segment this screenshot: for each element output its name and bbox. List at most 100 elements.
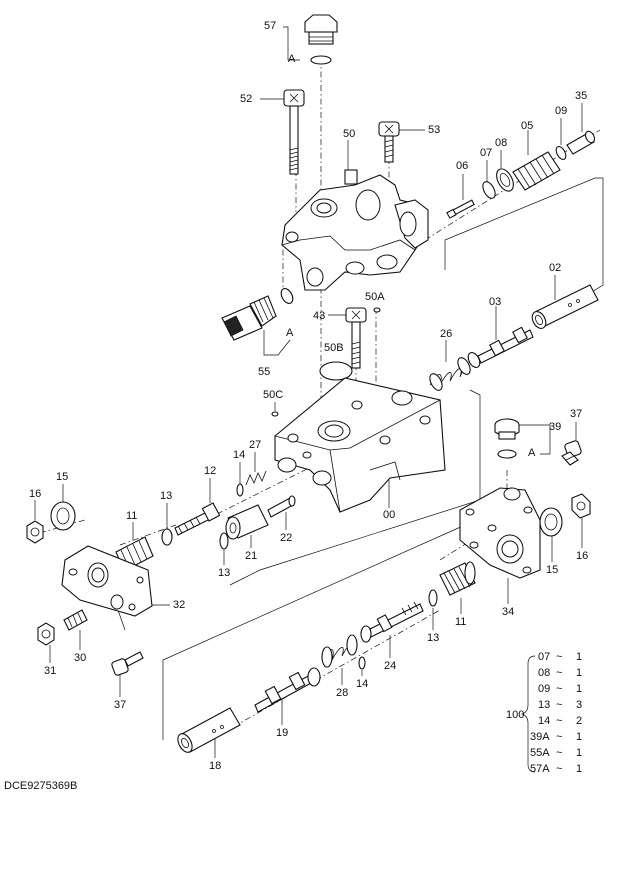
callout-27: 27 — [249, 439, 262, 451]
part-50-upper-housing — [281, 169, 429, 291]
callout-34: 34 — [502, 606, 515, 618]
callout-55: 55 — [258, 366, 271, 378]
callout-03: 03 — [489, 296, 502, 308]
callout-53: 53 — [428, 124, 441, 136]
kit-row: 09~1 — [538, 683, 583, 695]
diagram-code: DCE9275369B — [4, 780, 78, 792]
callout-05: 05 — [521, 120, 534, 132]
callout-16-left: 16 — [29, 488, 42, 500]
part-A-oring-sensor — [280, 288, 294, 304]
part-18-sleeve — [177, 707, 241, 753]
callout-A-right: A — [528, 447, 536, 459]
callout-08: 08 — [495, 137, 508, 149]
part-09-ring — [555, 145, 567, 161]
callout-39: 39 — [549, 421, 562, 433]
callout-14-lower: 14 — [356, 678, 369, 690]
callout-28: 28 — [336, 687, 349, 699]
callout-13-lower-left: 13 — [218, 567, 231, 579]
callout-06: 06 — [456, 160, 469, 172]
part-28-spring — [321, 634, 358, 668]
part-30-setscrew — [63, 609, 88, 631]
part-08-ring — [496, 168, 514, 192]
callout-50: 50 — [343, 128, 356, 140]
part-03-spool — [467, 326, 534, 368]
callout-11-right: 11 — [455, 616, 467, 628]
part-11-adjuster-right — [439, 561, 476, 596]
part-15-cap-nut-left — [50, 501, 76, 531]
callout-13-right: 13 — [427, 632, 440, 644]
part-52-bolt — [283, 89, 305, 175]
part-15-cap-nut-right — [539, 507, 563, 537]
kit-number: 100 — [506, 709, 525, 721]
callout-19: 19 — [276, 727, 289, 739]
part-00-main-body — [274, 377, 446, 513]
callout-31: 31 — [44, 665, 57, 677]
kit-row: 39A~1 — [530, 731, 583, 743]
callout-12: 12 — [204, 465, 217, 477]
kit-list: 07~1 08~1 09~1 13~3 14~2 39A~1 55A~1 57A… — [530, 651, 618, 779]
part-21-piston — [225, 504, 269, 540]
callout-02: 02 — [549, 262, 562, 274]
part-22-pin — [267, 495, 296, 518]
callout-00: 00 — [383, 509, 396, 521]
part-19-spool — [254, 667, 321, 713]
callout-15-right: 15 — [546, 564, 559, 576]
part-37-bolt-left — [111, 651, 144, 676]
callout-35: 35 — [575, 90, 588, 102]
kit-row: 57A~1 — [530, 763, 583, 775]
part-50B-oring — [319, 361, 353, 381]
part-12-spool — [174, 502, 221, 536]
callout-14-upper: 14 — [233, 449, 246, 461]
callout-22: 22 — [280, 532, 293, 544]
part-32-left-cover — [61, 545, 153, 617]
callout-50B: 50B — [324, 342, 344, 354]
callout-50A: 50A — [365, 291, 385, 303]
part-50C-oring — [271, 411, 279, 417]
kit-row: 55A~1 — [530, 747, 583, 759]
part-A-oring-top — [310, 55, 332, 65]
part-24-spool — [360, 601, 424, 643]
part-14-oring-lower — [358, 656, 366, 670]
part-13-oring-right — [428, 589, 438, 607]
callout-50C: 50C — [263, 389, 284, 401]
callout-07: 07 — [480, 147, 493, 159]
part-06-pin — [446, 199, 475, 219]
callout-16-right: 16 — [576, 550, 589, 562]
part-34-right-cover — [459, 487, 541, 579]
kit-row: 14~2 — [538, 715, 583, 727]
callout-13-upper-left: 13 — [160, 490, 173, 502]
part-35-plug — [566, 130, 596, 155]
part-57-plug — [304, 14, 338, 45]
part-31-nut — [37, 622, 55, 646]
part-07-shim — [482, 181, 496, 199]
callout-37-left: 37 — [114, 699, 127, 711]
callout-37-right: 37 — [570, 408, 583, 420]
callout-30: 30 — [74, 652, 87, 664]
part-13-oring-lower-left — [219, 532, 229, 550]
part-13-oring-upper-left — [161, 528, 173, 546]
part-A-oring-right — [497, 449, 517, 459]
part-05-spool — [512, 151, 561, 191]
kit-row: 08~1 — [538, 667, 583, 679]
callout-32: 32 — [173, 599, 186, 611]
part-55-sensor — [221, 295, 277, 341]
callout-43: 43 — [313, 310, 326, 322]
callout-52: 52 — [240, 93, 253, 105]
part-26-spring — [429, 357, 471, 391]
callout-18: 18 — [209, 760, 222, 772]
part-50A-oring — [373, 307, 381, 313]
part-53-bolt — [378, 121, 400, 163]
callout-09: 09 — [555, 105, 568, 117]
callout-57: 57 — [264, 20, 277, 32]
callout-21: 21 — [245, 550, 258, 562]
part-39-plug — [494, 418, 520, 440]
kit-row: 07~1 — [538, 651, 583, 663]
callout-A-sensor: A — [286, 327, 294, 339]
callout-24: 24 — [384, 660, 397, 672]
part-16-nut-right — [571, 493, 591, 519]
part-02-sleeve — [531, 284, 599, 329]
part-37-bolt-right — [561, 440, 582, 466]
callout-11-left: 11 — [126, 510, 138, 522]
part-27-spring — [245, 470, 267, 486]
